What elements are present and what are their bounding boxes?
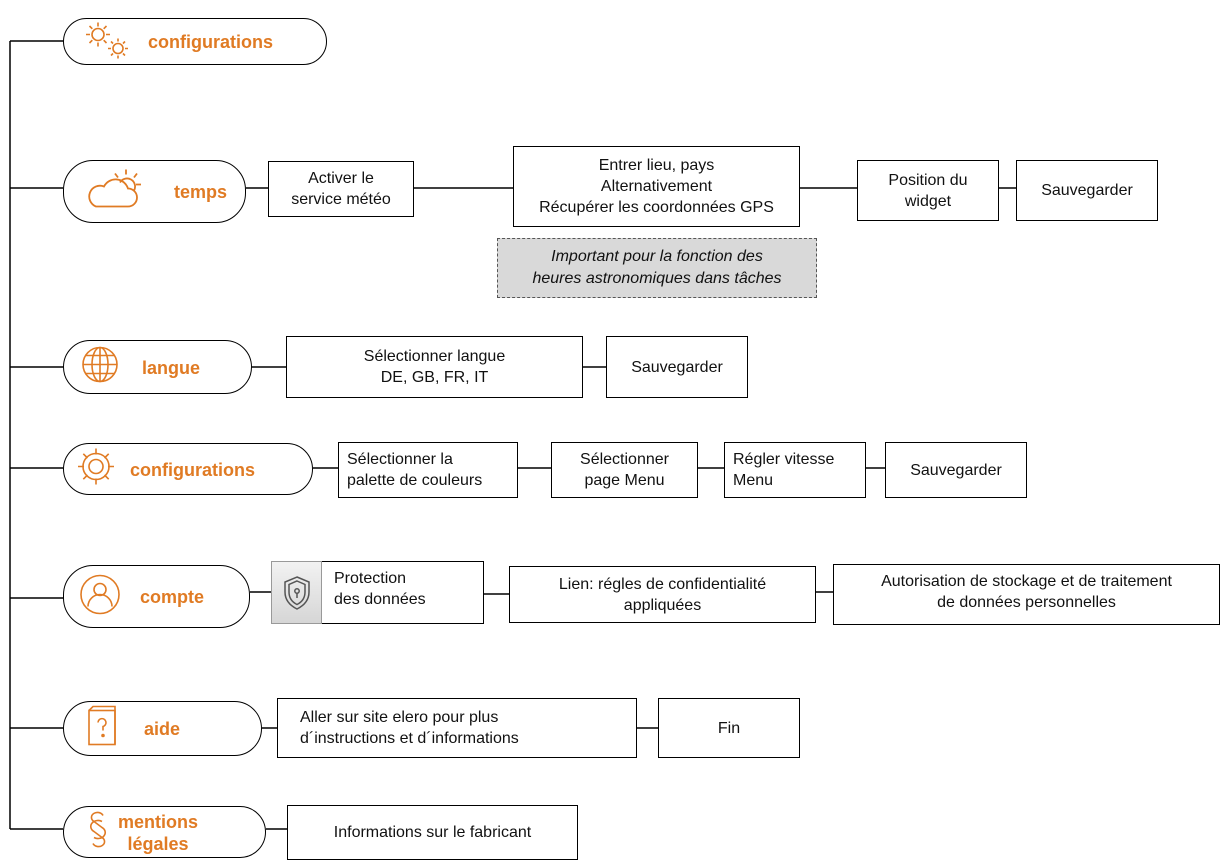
step-site-elero[interactable]: Aller sur site elero pour plus d´instruc… <box>277 698 637 758</box>
step-page-menu[interactable]: Sélectionner page Menu <box>551 442 698 498</box>
step-vitesse-menu[interactable]: Régler vitesse Menu <box>724 442 866 498</box>
step-informations-fabricant[interactable]: Informations sur le fabricant <box>287 805 578 860</box>
step-selectionner-langue[interactable]: Sélectionner langue DE, GB, FR, IT <box>286 336 583 398</box>
node-label: configurations <box>130 460 255 480</box>
node-compte[interactable]: compte <box>63 565 250 628</box>
node-label: temps <box>174 182 228 202</box>
gear-icon <box>74 445 118 494</box>
node-temps[interactable]: temps <box>63 160 246 223</box>
node-configurations-top[interactable]: configurations <box>63 18 327 65</box>
user-icon <box>78 572 122 621</box>
note-astronomiques: Important pour la fonction des heures as… <box>497 238 817 298</box>
node-label: mentions légales <box>118 812 199 854</box>
step-sauvegarder-langue[interactable]: Sauvegarder <box>606 336 748 398</box>
node-label: langue <box>142 358 201 378</box>
step-lien-confidentialite[interactable]: Lien: régles de confidentialité appliqué… <box>509 566 816 623</box>
section-sign-icon <box>86 810 110 855</box>
shield-lock-icon <box>271 561 322 624</box>
step-autorisation-stockage[interactable]: Autorisation de stockage et de traitemen… <box>833 564 1220 625</box>
step-position-widget[interactable]: Position du widget <box>857 160 999 221</box>
step-protection-donnees[interactable]: Protection des données <box>322 561 484 624</box>
node-mentions[interactable]: mentions légales <box>63 806 266 858</box>
step-entrer-lieu[interactable]: Entrer lieu, pays Alternativement Récupé… <box>513 146 800 227</box>
step-palette-couleurs[interactable]: Sélectionner la palette de couleurs <box>338 442 518 498</box>
step-sauvegarder-temps[interactable]: Sauvegarder <box>1016 160 1158 221</box>
step-fin[interactable]: Fin <box>658 698 800 758</box>
node-configurations[interactable]: configurations <box>63 443 313 495</box>
step-sauvegarder-config[interactable]: Sauvegarder <box>885 442 1027 498</box>
node-langue[interactable]: langue <box>63 340 252 394</box>
node-label: configurations <box>148 32 273 52</box>
node-aide[interactable]: aide <box>63 701 262 756</box>
gears-icon <box>78 17 138 66</box>
node-label: compte <box>140 587 205 607</box>
globe-icon <box>80 345 120 390</box>
step-activer-meteo[interactable]: Activer le service météo <box>268 161 414 217</box>
node-label: aide <box>144 719 181 739</box>
cloud-sun-icon <box>82 164 144 219</box>
help-book-icon <box>86 704 118 753</box>
